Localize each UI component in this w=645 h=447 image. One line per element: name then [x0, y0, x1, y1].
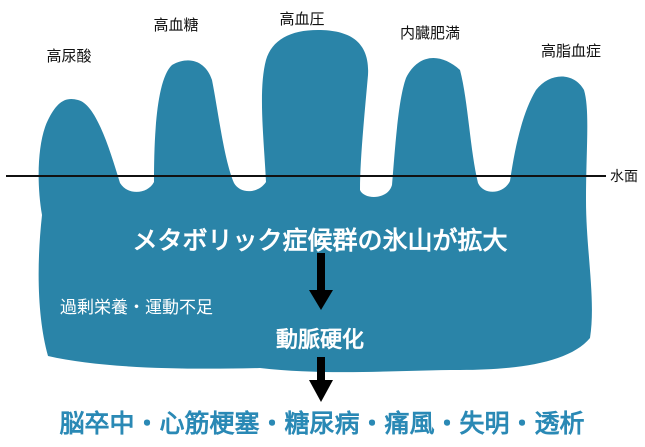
- peak-label-uric-acid: 高尿酸: [46, 47, 92, 65]
- cause-text: 過剰栄養・運動不足: [60, 298, 213, 318]
- iceberg-shape: [38, 30, 592, 373]
- arteriosclerosis-text: 動脈硬化: [275, 328, 365, 353]
- water-surface-label: 水面: [610, 169, 638, 185]
- peak-label-visceral-fat: 内臓肥満: [399, 24, 461, 42]
- peak-label-blood-pressure: 高血圧: [279, 10, 325, 28]
- outcomes-text: 脳卒中・心筋梗塞・糖尿病・痛風・失明・透析: [59, 409, 585, 438]
- arrow-down-icon-1: [309, 253, 333, 310]
- peak-label-blood-sugar: 高血糖: [153, 16, 199, 34]
- arrow-down-icon-2: [309, 357, 333, 402]
- peak-label-hyperlipidemia: 高脂血症: [540, 42, 602, 60]
- iceberg-title: メタボリック症候群の氷山が拡大: [132, 226, 508, 255]
